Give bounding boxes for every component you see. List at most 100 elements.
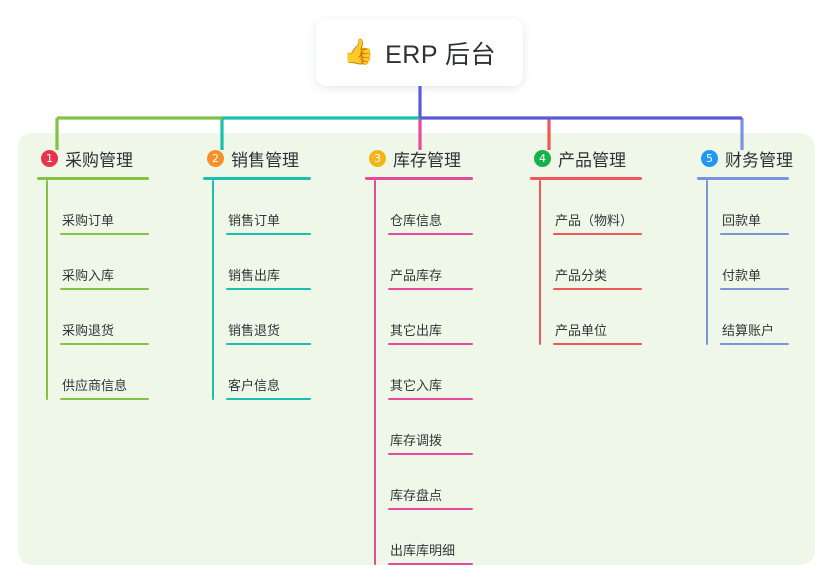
branch-item[interactable]: 产品分类 <box>539 235 642 290</box>
branch-spine <box>706 180 708 345</box>
branch-column-1: 1 采购管理采购订单采购入库采购退货供应商信息 <box>37 145 149 400</box>
branch-item[interactable]: 其它出库 <box>374 290 473 345</box>
branch-header-4[interactable]: 4 产品管理 <box>530 145 642 172</box>
branch-item[interactable]: 客户信息 <box>212 345 311 400</box>
branch-items: 仓库信息产品库存其它出库其它入库库存调拨库存盘点出库库明细 <box>365 180 473 565</box>
branch-spine <box>212 180 214 400</box>
branch-item[interactable]: 产品库存 <box>374 235 473 290</box>
branch-items: 产品（物料） 产品分类产品单位 <box>530 180 642 345</box>
branch-item-label: 销售订单 <box>228 213 281 229</box>
branch-items: 采购订单采购入库采购退货供应商信息 <box>37 180 149 400</box>
branch-item-label: 其它入库 <box>390 378 443 394</box>
branch-item[interactable]: 销售订单 <box>212 180 311 235</box>
branch-item-underline <box>388 453 473 455</box>
branch-item[interactable]: 产品单位 <box>539 290 642 345</box>
branch-item-underline <box>388 563 473 565</box>
thumbs-up-icon: 👍 <box>342 38 375 66</box>
branch-header-1[interactable]: 1 采购管理 <box>37 145 149 172</box>
branch-item-label: 结算账户 <box>722 323 775 339</box>
branch-item-label: 销售退货 <box>228 323 281 339</box>
branch-item[interactable]: 出库库明细 <box>374 510 473 565</box>
branch-item-underline <box>388 343 473 345</box>
branch-title: 财务管理 <box>725 151 793 170</box>
branch-item-label: 付款单 <box>722 268 762 284</box>
branch-item[interactable]: 产品（物料） <box>539 180 642 235</box>
branch-title: 销售管理 <box>231 151 299 170</box>
branch-item[interactable]: 销售退货 <box>212 290 311 345</box>
branch-title: 采购管理 <box>65 151 133 170</box>
branch-title: 产品管理 <box>558 151 626 170</box>
branch-column-2: 2 销售管理销售订单销售出库销售退货客户信息 <box>203 145 311 400</box>
branch-item-label: 采购入库 <box>62 268 115 284</box>
branch-item-label: 库存盘点 <box>390 488 443 504</box>
branch-item-underline <box>226 288 311 290</box>
branch-item-underline <box>553 343 642 345</box>
branch-items: 销售订单销售出库销售退货客户信息 <box>203 180 311 400</box>
branch-item-underline <box>60 288 149 290</box>
branch-item-underline <box>226 233 311 235</box>
branch-item-underline <box>553 288 642 290</box>
branch-item-label: 回款单 <box>722 213 762 229</box>
branch-item-label: 采购订单 <box>62 213 115 229</box>
branch-item-label: 仓库信息 <box>390 213 443 229</box>
branch-column-4: 4 产品管理产品（物料） 产品分类产品单位 <box>530 145 642 345</box>
branch-item[interactable]: 库存盘点 <box>374 455 473 510</box>
branch-spine <box>46 180 48 400</box>
branch-item[interactable]: 供应商信息 <box>46 345 149 400</box>
branch-item-label: 出库库明细 <box>390 543 456 559</box>
branch-header-2[interactable]: 2 销售管理 <box>203 145 311 172</box>
branch-item-label: 客户信息 <box>228 378 281 394</box>
branch-item-underline <box>60 398 149 400</box>
branch-title: 库存管理 <box>393 151 461 170</box>
diagram-background-panel <box>18 133 815 565</box>
branch-item[interactable]: 其它入库 <box>374 345 473 400</box>
branch-item-label: 其它出库 <box>390 323 443 339</box>
branch-item[interactable]: 采购订单 <box>46 180 149 235</box>
branch-item[interactable]: 结算账户 <box>706 290 789 345</box>
branch-item[interactable]: 回款单 <box>706 180 789 235</box>
branch-number-badge: 3 <box>369 150 386 167</box>
branch-header-underline <box>365 177 473 180</box>
branch-item-underline <box>226 398 311 400</box>
branch-item-underline <box>720 343 789 345</box>
branch-header-underline <box>697 177 789 180</box>
branch-column-3: 3 库存管理仓库信息产品库存其它出库其它入库库存调拨库存盘点出库库明细 <box>365 145 473 565</box>
branch-item-underline <box>720 233 789 235</box>
branch-number-badge: 4 <box>534 150 551 167</box>
branch-item-label: 产品（物料） <box>555 213 634 229</box>
branch-header-underline <box>530 177 642 180</box>
branch-number-badge: 1 <box>41 150 58 167</box>
branch-item[interactable]: 采购入库 <box>46 235 149 290</box>
branch-header-underline <box>37 177 149 180</box>
branch-item-underline <box>226 343 311 345</box>
branch-item-underline <box>388 288 473 290</box>
root-node[interactable]: 👍 ERP 后台 <box>316 19 523 86</box>
branch-item-underline <box>388 398 473 400</box>
branch-item[interactable]: 仓库信息 <box>374 180 473 235</box>
branch-number-badge: 2 <box>207 150 224 167</box>
branch-item-label: 产品分类 <box>555 268 608 284</box>
branch-item-label: 产品库存 <box>390 268 443 284</box>
branch-item-label: 产品单位 <box>555 323 608 339</box>
branch-item-label: 采购退货 <box>62 323 115 339</box>
branch-header-3[interactable]: 3 库存管理 <box>365 145 473 172</box>
branch-item-label: 供应商信息 <box>62 378 128 394</box>
branch-item[interactable]: 销售出库 <box>212 235 311 290</box>
branch-item-label: 库存调拨 <box>390 433 443 449</box>
branch-item-underline <box>388 508 473 510</box>
root-node-title: ERP 后台 <box>385 40 497 69</box>
branch-item-underline <box>553 233 642 235</box>
branch-item[interactable]: 付款单 <box>706 235 789 290</box>
branch-item-underline <box>388 233 473 235</box>
branch-item-underline <box>60 233 149 235</box>
branch-item[interactable]: 库存调拨 <box>374 400 473 455</box>
branch-items: 回款单付款单结算账户 <box>697 180 789 345</box>
branch-spine <box>374 180 376 565</box>
branch-item-underline <box>60 343 149 345</box>
branch-item-label: 销售出库 <box>228 268 281 284</box>
branch-item[interactable]: 采购退货 <box>46 290 149 345</box>
branch-item-underline <box>720 288 789 290</box>
